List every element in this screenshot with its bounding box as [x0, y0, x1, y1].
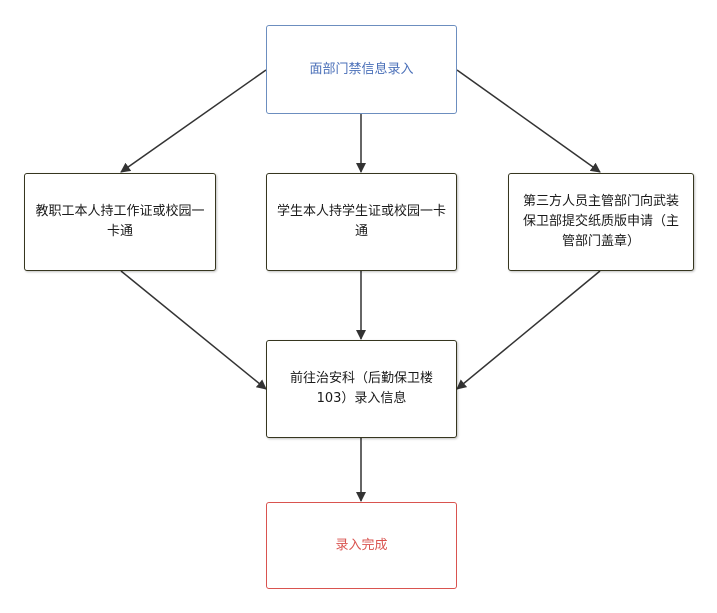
node-security-office-entry: 前往治安科（后勤保卫楼103）录入信息 [266, 340, 457, 438]
node-staff-id-card: 教职工本人持工作证或校园一卡通 [24, 173, 216, 271]
node-security-office-entry-label: 前往治安科（后勤保卫楼103）录入信息 [289, 371, 433, 406]
edge-left-to-center [120, 270, 267, 390]
node-student-id-card-label: 学生本人持学生证或校园一卡通 [277, 204, 447, 239]
edge-right-to-center [456, 270, 601, 390]
node-access-info-entry: 面部门禁信息录入 [266, 25, 457, 114]
node-entry-complete: 录入完成 [266, 502, 457, 589]
node-entry-complete-label: 录入完成 [335, 537, 388, 553]
node-student-id-card: 学生本人持学生证或校园一卡通 [266, 173, 457, 271]
node-access-info-entry-label: 面部门禁信息录入 [309, 61, 414, 77]
node-staff-id-card-label: 教职工本人持工作证或校园一卡通 [35, 204, 205, 239]
node-third-party-application-label: 第三方人员主管部门向武装保卫部提交纸质版申请（主管部门盖章） [522, 194, 679, 249]
edge-top-to-right [456, 69, 601, 173]
node-third-party-application: 第三方人员主管部门向武装保卫部提交纸质版申请（主管部门盖章） [508, 173, 694, 271]
edge-top-to-left [120, 69, 267, 173]
